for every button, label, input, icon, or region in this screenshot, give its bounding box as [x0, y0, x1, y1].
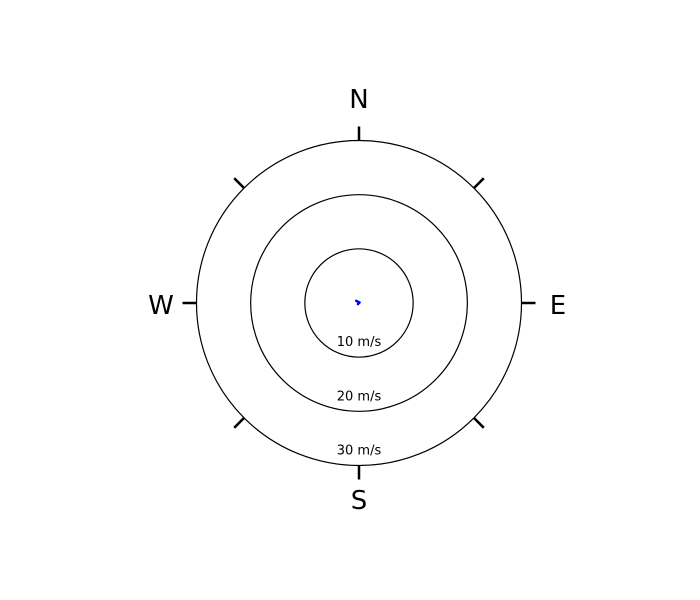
- ring-label-30: 30 m/s: [337, 444, 382, 459]
- cardinal-label-w: W: [148, 291, 174, 321]
- cardinal-label-e: E: [550, 291, 566, 321]
- direction-tick-se: [473, 417, 485, 429]
- ring-label-20: 20 m/s: [337, 389, 382, 404]
- wind-trace-0: [355, 299, 361, 306]
- cardinal-labels: N E S W: [148, 85, 566, 516]
- speed-ring-20: [250, 194, 468, 412]
- wind-traces: [355, 299, 361, 306]
- direction-tick-nw: [233, 177, 245, 189]
- ring-labels: 10 m/s 20 m/s 30 m/s: [337, 335, 382, 458]
- direction-tick-ne: [473, 177, 485, 189]
- cardinal-label-s: S: [351, 486, 368, 516]
- speed-ring-10: [304, 248, 414, 358]
- ring-label-10: 10 m/s: [337, 335, 382, 350]
- direction-tick-sw: [233, 417, 245, 429]
- cardinal-label-n: N: [349, 85, 368, 115]
- direction-ticks: [182, 126, 536, 480]
